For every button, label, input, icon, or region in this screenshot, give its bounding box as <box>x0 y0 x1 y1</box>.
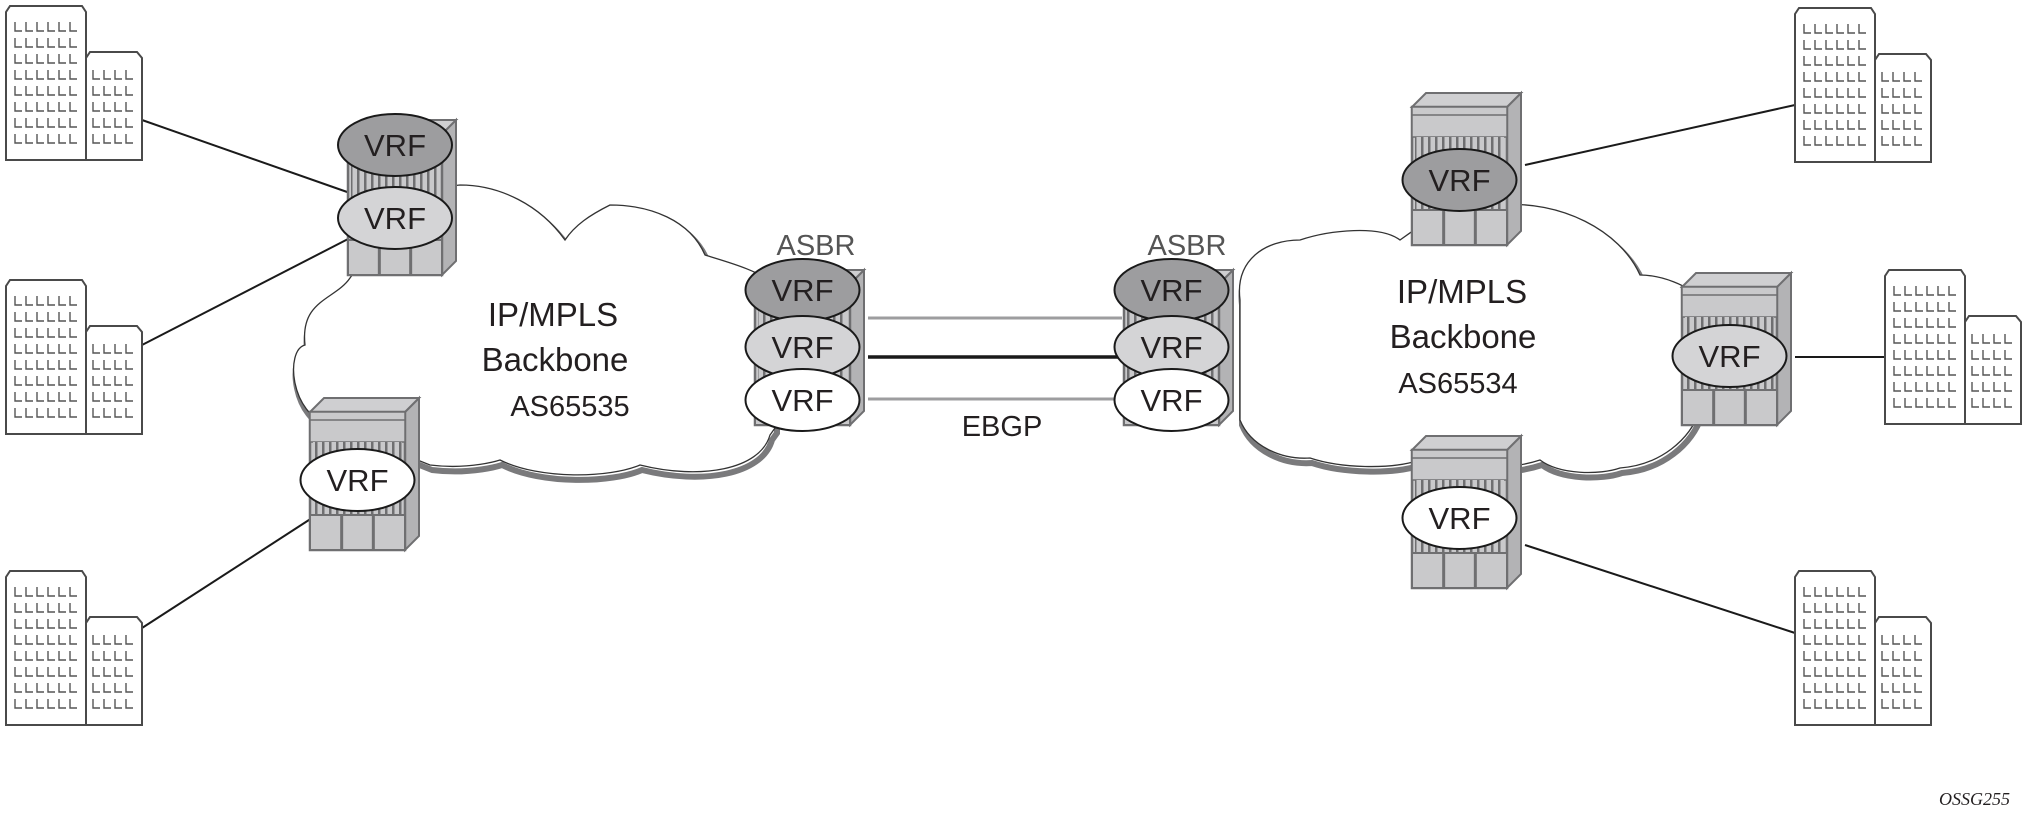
vrf-label: VRF <box>1141 330 1203 365</box>
vrf-label: VRF <box>364 128 426 163</box>
vrf-dark-icon: VRF <box>1401 148 1518 212</box>
vrf-label: VRF <box>772 273 834 308</box>
ebgp-links: EBGP <box>868 316 1122 443</box>
building-icon <box>1884 269 2022 425</box>
asbr-right-label: ASBR <box>1148 230 1227 262</box>
vrf-white-icon: VRF <box>1113 368 1230 432</box>
link-left-bottom <box>141 517 313 629</box>
building-icon <box>5 279 143 435</box>
vrf-light-icon: VRF <box>1671 324 1788 388</box>
building-icon <box>1794 570 1932 726</box>
access-links <box>141 104 1885 634</box>
cloud-right-line-3: AS65534 <box>1398 368 1517 400</box>
vrf-label: VRF <box>327 463 389 498</box>
vrf-white-icon: VRF <box>744 368 861 432</box>
router-right-pe-top: VRF <box>1401 90 1524 248</box>
vrf-white-icon: VRF <box>1401 486 1518 550</box>
link-right-top <box>1524 104 1796 166</box>
cloud-left-line-2: Backbone <box>482 341 629 378</box>
vrf-label: VRF <box>1141 273 1203 308</box>
vrf-light-icon: VRF <box>337 186 453 250</box>
router-right-pe-middle: VRF <box>1671 270 1794 428</box>
vrf-label: VRF <box>1429 501 1491 536</box>
router-left-pe-top: VRF VRF <box>337 113 459 278</box>
router-left-asbr: VRF VRF VRF <box>744 258 867 432</box>
cloud-right-line-1: IP/MPLS <box>1397 273 1527 310</box>
router-right-pe-bottom: VRF <box>1401 433 1524 591</box>
link-left-top <box>141 119 351 194</box>
figure-id: OSSG255 <box>1939 789 2010 809</box>
vrf-white-icon: VRF <box>299 448 416 512</box>
building-icon <box>5 5 143 161</box>
link-left-middle <box>141 237 351 346</box>
vrf-label: VRF <box>1429 163 1491 198</box>
vrf-dark-icon: VRF <box>744 258 861 322</box>
asbr-left-label: ASBR <box>777 230 856 262</box>
building-icon <box>1794 7 1932 163</box>
link-right-bottom <box>1524 544 1796 634</box>
vrf-light-icon: VRF <box>744 315 861 379</box>
router-left-pe-bottom: VRF <box>299 395 422 553</box>
cloud-left-line-1: IP/MPLS <box>488 296 618 333</box>
vrf-light-icon: VRF <box>1113 315 1230 379</box>
cloud-left-line-3: AS65535 <box>510 391 629 423</box>
cloud-right: IP/MPLS Backbone AS65534 <box>1238 203 1705 481</box>
vrf-label: VRF <box>772 383 834 418</box>
router-right-asbr: VRF VRF VRF <box>1113 258 1236 432</box>
building-icon <box>5 570 143 726</box>
vrf-dark-icon: VRF <box>337 113 453 177</box>
ebgp-label: EBGP <box>962 411 1043 443</box>
vrf-label: VRF <box>1699 339 1761 374</box>
vrf-label: VRF <box>364 201 426 236</box>
vrf-label: VRF <box>772 330 834 365</box>
vrf-label: VRF <box>1141 383 1203 418</box>
vrf-dark-icon: VRF <box>1113 258 1230 322</box>
cloud-right-line-2: Backbone <box>1390 318 1537 355</box>
